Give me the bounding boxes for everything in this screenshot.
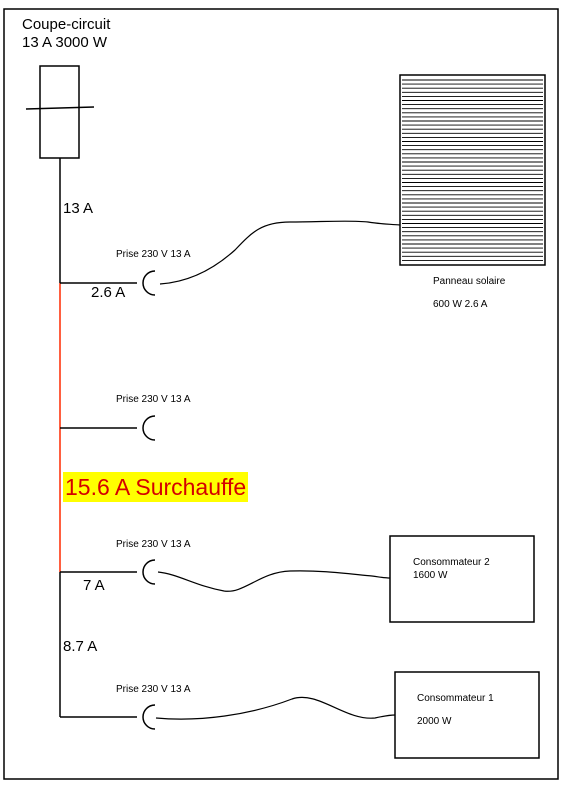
solar-panel-name: Panneau solaire [433,276,506,287]
breaker-title: Coupe-circuit [22,16,111,33]
overload-warning: 15.6 A Surchauffe [63,472,249,502]
consumer-2-power: 1600 W [413,570,448,581]
socket-4-label: Prise 230 V 13 A [116,684,191,695]
solar-panel-specs: 600 W 2.6 A [433,299,488,310]
current-label-socket-1: 2.6 A [91,284,126,301]
socket-1-symbol [60,270,156,296]
current-label-socket-3: 7 A [83,577,105,594]
consumer-1-box [394,671,540,759]
socket-2-symbol [60,415,156,441]
socket-1-label: Prise 230 V 13 A [116,249,191,260]
cable-consumer-1 [155,696,396,720]
consumer-1-name: Consommateur 1 [417,693,494,704]
diagram-frame [3,8,559,780]
breaker-symbol [25,65,95,159]
consumer-2-name: Consommateur 2 [413,557,490,568]
socket-3-symbol [60,559,156,585]
consumer-2-box [389,535,535,623]
current-label-top: 13 A [63,200,94,217]
breaker-rating: 13 A 3000 W [22,34,108,51]
cable-solar [159,220,401,285]
socket-3-label: Prise 230 V 13 A [116,539,191,550]
solar-panel-symbol [399,74,546,266]
consumer-1-power: 2000 W [417,716,452,727]
socket-2-label: Prise 230 V 13 A [116,394,191,405]
current-label-bottom: 8.7 A [63,638,98,655]
socket-4-symbol [60,704,156,730]
cable-consumer-2 [157,570,391,592]
